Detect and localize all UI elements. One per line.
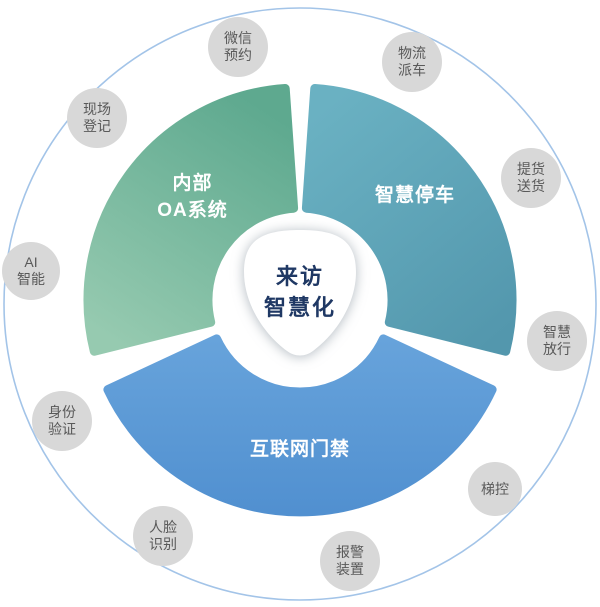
satellite-smart-release-line1: 智慧 bbox=[543, 324, 571, 340]
satellite-logistics-dispatch-line2: 派车 bbox=[398, 62, 426, 78]
satellite-alarm-device: 报警 装置 bbox=[320, 531, 380, 591]
satellite-onsite-registration-line2: 登记 bbox=[83, 118, 111, 134]
center-title: 来访 智慧化 bbox=[240, 261, 360, 323]
satellite-smart-release-line2: 放行 bbox=[543, 341, 571, 357]
segment-smart-parking-label: 智慧停车 bbox=[345, 182, 485, 209]
segment-smart-parking bbox=[301, 84, 517, 356]
outer-ring bbox=[3, 7, 597, 601]
satellite-logistics-dispatch: 物流 派车 bbox=[382, 32, 442, 92]
segment-internal-oa bbox=[83, 84, 299, 356]
segment-internal-oa-label-line1: 内部 bbox=[172, 173, 213, 194]
segment-smart-parking-label-text: 智慧停车 bbox=[374, 185, 455, 206]
center-title-line1: 来访 bbox=[275, 264, 324, 289]
satellite-identity-verification-line2: 验证 bbox=[48, 421, 76, 437]
segment-internal-oa-label: 内部 OA系统 bbox=[130, 170, 255, 224]
satellite-wechat-reservation-line2: 预约 bbox=[224, 47, 252, 63]
satellite-elevator-control: 梯控 bbox=[468, 462, 522, 516]
satellite-wechat-reservation-line1: 微信 bbox=[224, 30, 252, 46]
center-blob bbox=[244, 230, 356, 356]
center-title-line2: 智慧化 bbox=[263, 295, 336, 320]
satellite-onsite-registration: 现场 登记 bbox=[67, 88, 127, 148]
satellite-alarm-device-line1: 报警 bbox=[336, 544, 364, 560]
satellite-ai-intelligence-line1: AI bbox=[24, 254, 38, 270]
segment-internet-access-control bbox=[103, 334, 497, 517]
satellite-pickup-delivery-line1: 提货 bbox=[517, 161, 545, 177]
satellite-alarm-device-line2: 装置 bbox=[336, 561, 364, 577]
satellite-identity-verification-line1: 身份 bbox=[48, 404, 76, 420]
satellite-face-recognition-line2: 识别 bbox=[149, 536, 177, 552]
satellite-wechat-reservation: 微信 预约 bbox=[208, 17, 268, 77]
satellite-smart-release: 智慧 放行 bbox=[527, 311, 587, 371]
segment-internet-access-label: 互联网门禁 bbox=[220, 436, 380, 463]
satellite-face-recognition-line1: 人脸 bbox=[149, 519, 177, 535]
satellite-pickup-delivery: 提货 送货 bbox=[501, 148, 561, 208]
satellite-face-recognition: 人脸 识别 bbox=[133, 506, 193, 566]
satellite-identity-verification: 身份 验证 bbox=[32, 391, 92, 451]
segment-internet-access-label-text: 互联网门禁 bbox=[249, 439, 350, 460]
segment-internal-oa-label-line2: OA系统 bbox=[157, 200, 228, 221]
satellite-ai-intelligence-line2: 智能 bbox=[17, 271, 45, 287]
satellite-onsite-registration-line1: 现场 bbox=[83, 101, 111, 117]
satellite-elevator-control-line1: 梯控 bbox=[481, 480, 509, 497]
satellite-ai-intelligence: AI 智能 bbox=[2, 242, 60, 300]
satellite-logistics-dispatch-line1: 物流 bbox=[398, 45, 426, 61]
satellite-pickup-delivery-line2: 送货 bbox=[517, 178, 545, 194]
